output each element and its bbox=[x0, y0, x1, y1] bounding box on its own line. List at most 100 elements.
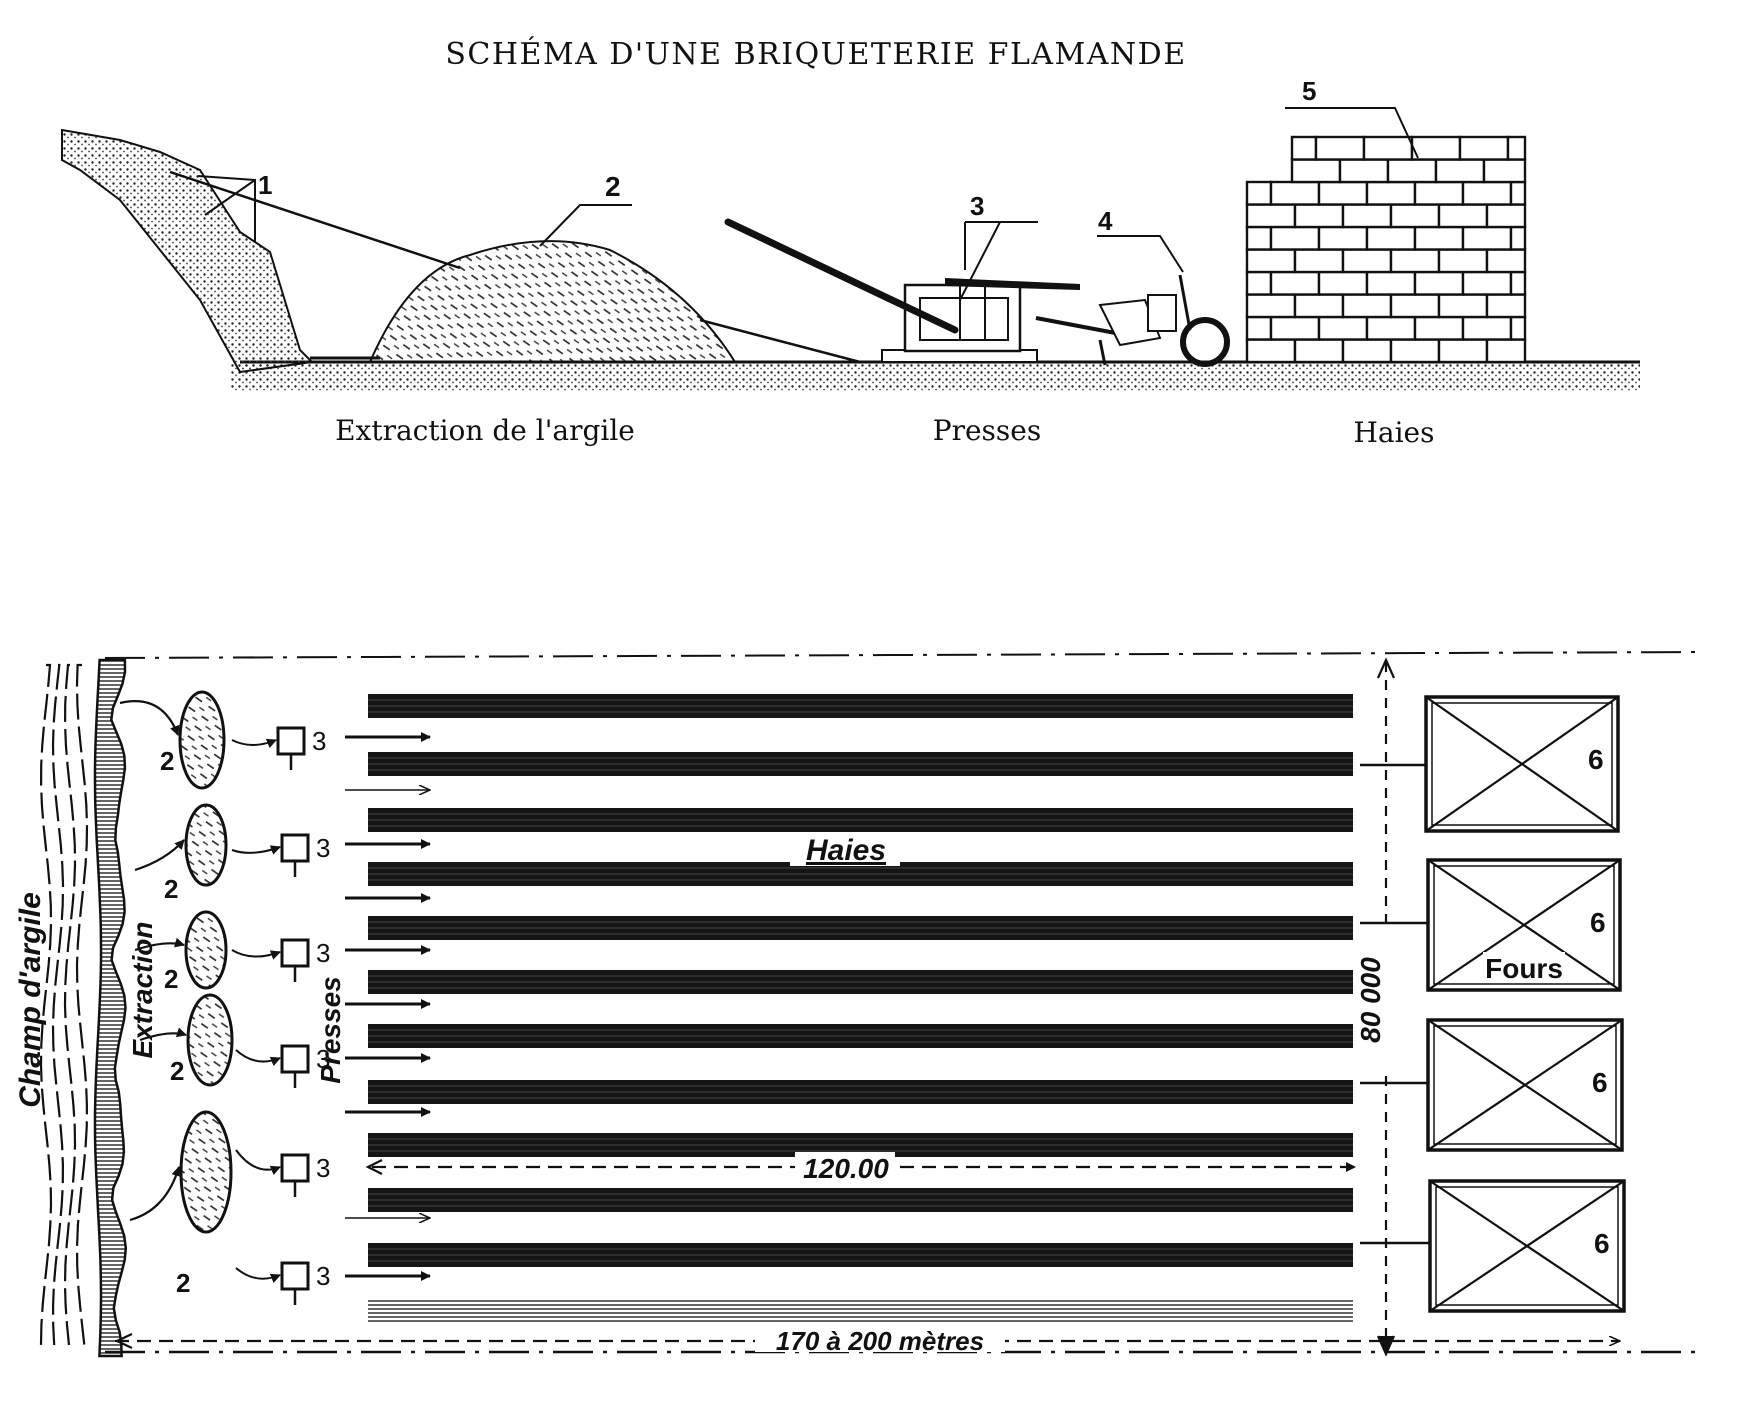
label-presses: Presses bbox=[315, 976, 346, 1083]
feed-arrow bbox=[235, 1267, 281, 1284]
hedge-brick bbox=[1389, 338, 1441, 364]
hedge-brick bbox=[1509, 315, 1527, 341]
hedge-brick bbox=[1293, 248, 1345, 274]
hedge-brick bbox=[1290, 158, 1342, 184]
hedge-row bbox=[368, 808, 1353, 832]
extraction-arrow bbox=[134, 839, 185, 872]
hedge-brick bbox=[1245, 248, 1297, 274]
hedge-brick bbox=[1482, 158, 1527, 184]
hedge-brick bbox=[1317, 180, 1369, 206]
callout-3-number: 3 bbox=[970, 191, 984, 221]
clay-heap bbox=[368, 240, 737, 363]
dimension-height: 80 000 bbox=[1355, 657, 1402, 1357]
dimension-width: 170 à 200 mètres bbox=[114, 1322, 1620, 1356]
callout-3: 3 bbox=[959, 191, 1038, 301]
hedge-row bbox=[368, 752, 1353, 776]
hedge-brick bbox=[1461, 315, 1513, 341]
label-fours: Fours bbox=[1485, 953, 1563, 984]
press-station: 3 bbox=[235, 1044, 330, 1088]
callout-1: 1 bbox=[197, 170, 272, 242]
hedge-brick bbox=[1269, 315, 1321, 341]
label-extraction: Extraction bbox=[127, 922, 158, 1059]
kiln: 6 bbox=[1426, 1018, 1624, 1152]
kiln-number: 6 bbox=[1594, 1228, 1610, 1259]
hedge-brick bbox=[1317, 270, 1369, 296]
hedge-row bbox=[368, 1024, 1353, 1048]
label-champ-argile: Champ d'argile bbox=[14, 892, 47, 1108]
press-number: 3 bbox=[316, 1261, 330, 1291]
hedge-brick bbox=[1365, 315, 1417, 341]
hedge-brick bbox=[1461, 225, 1513, 251]
cable-line bbox=[169, 170, 461, 270]
hedge-brick bbox=[1245, 293, 1297, 319]
callout-5-number: 5 bbox=[1302, 76, 1316, 106]
hedge-brick bbox=[1461, 270, 1513, 296]
caption-extraction: Extraction de l'argile bbox=[335, 414, 635, 447]
hedge-row-bar bbox=[368, 1300, 1353, 1324]
extraction-arrow bbox=[119, 700, 180, 736]
kiln-number: 6 bbox=[1592, 1067, 1608, 1098]
hedge-brick bbox=[1485, 203, 1527, 229]
hedge-brick bbox=[1341, 248, 1393, 274]
hedge-brick bbox=[1341, 203, 1393, 229]
ramp-line bbox=[699, 318, 861, 364]
extraction-arrow bbox=[134, 937, 185, 952]
clay-field-line bbox=[75, 663, 89, 1346]
callout-2: 2 bbox=[539, 171, 632, 247]
hedge-brick bbox=[1509, 270, 1527, 296]
hedge-brick bbox=[1365, 270, 1417, 296]
hedge-brick bbox=[1269, 270, 1321, 296]
hedge-brick bbox=[1341, 293, 1393, 319]
hedge-brick bbox=[1413, 270, 1465, 296]
callout-1-number: 1 bbox=[258, 170, 272, 200]
clay-heap-plan: 2 bbox=[129, 1110, 233, 1298]
dimension-height-label: 80 000 bbox=[1355, 957, 1386, 1043]
clay-field-lines bbox=[39, 663, 89, 1346]
hedge-brick bbox=[1485, 338, 1527, 364]
hedge-brick bbox=[1434, 158, 1486, 184]
hedge-brick bbox=[1245, 270, 1273, 296]
press-box bbox=[280, 1261, 310, 1291]
brick-press bbox=[724, 218, 1080, 363]
clay-heap-plan: 2 bbox=[134, 803, 228, 904]
clay-field-edge bbox=[93, 658, 128, 1358]
hedge-brick bbox=[1365, 180, 1417, 206]
heap-number: 2 bbox=[164, 964, 178, 994]
hedge-brick bbox=[1293, 338, 1345, 364]
hedge-row bbox=[368, 970, 1353, 994]
dimension-rows-length-label: 120.00 bbox=[803, 1153, 889, 1184]
dimension-rows-length: 120.00 bbox=[365, 1152, 1356, 1184]
caption-haies: Haies bbox=[1353, 416, 1434, 449]
hedge-brick bbox=[1413, 315, 1465, 341]
heap-number: 2 bbox=[160, 746, 174, 776]
press-number: 3 bbox=[316, 1153, 330, 1183]
hedge-brick bbox=[1509, 225, 1527, 251]
caption-presses: Presses bbox=[933, 414, 1041, 447]
press-number: 3 bbox=[316, 1044, 330, 1074]
heap-number: 2 bbox=[176, 1268, 190, 1298]
press-station: 3 bbox=[231, 938, 330, 982]
press-box bbox=[280, 1044, 310, 1074]
hedge-brick bbox=[1506, 135, 1527, 161]
callout-4: 4 bbox=[1097, 206, 1184, 273]
press-box bbox=[280, 1153, 310, 1183]
press-station: 3 bbox=[235, 1261, 330, 1305]
kiln: 6 bbox=[1424, 695, 1620, 833]
hedge-brick bbox=[1485, 248, 1527, 274]
hedge-row bbox=[368, 694, 1353, 718]
hedge-brick bbox=[1245, 180, 1273, 206]
extraction-arrow bbox=[129, 1166, 182, 1222]
press-number: 3 bbox=[312, 726, 326, 756]
hedge-brick bbox=[1317, 225, 1369, 251]
clay-field-line bbox=[51, 663, 65, 1346]
hedge-row bbox=[368, 916, 1353, 940]
hedge-brick bbox=[1437, 203, 1489, 229]
feed-arrow bbox=[235, 1149, 281, 1176]
diagram-title: SCHÉMA D'UNE BRIQUETERIE FLAMANDE bbox=[445, 36, 1186, 72]
